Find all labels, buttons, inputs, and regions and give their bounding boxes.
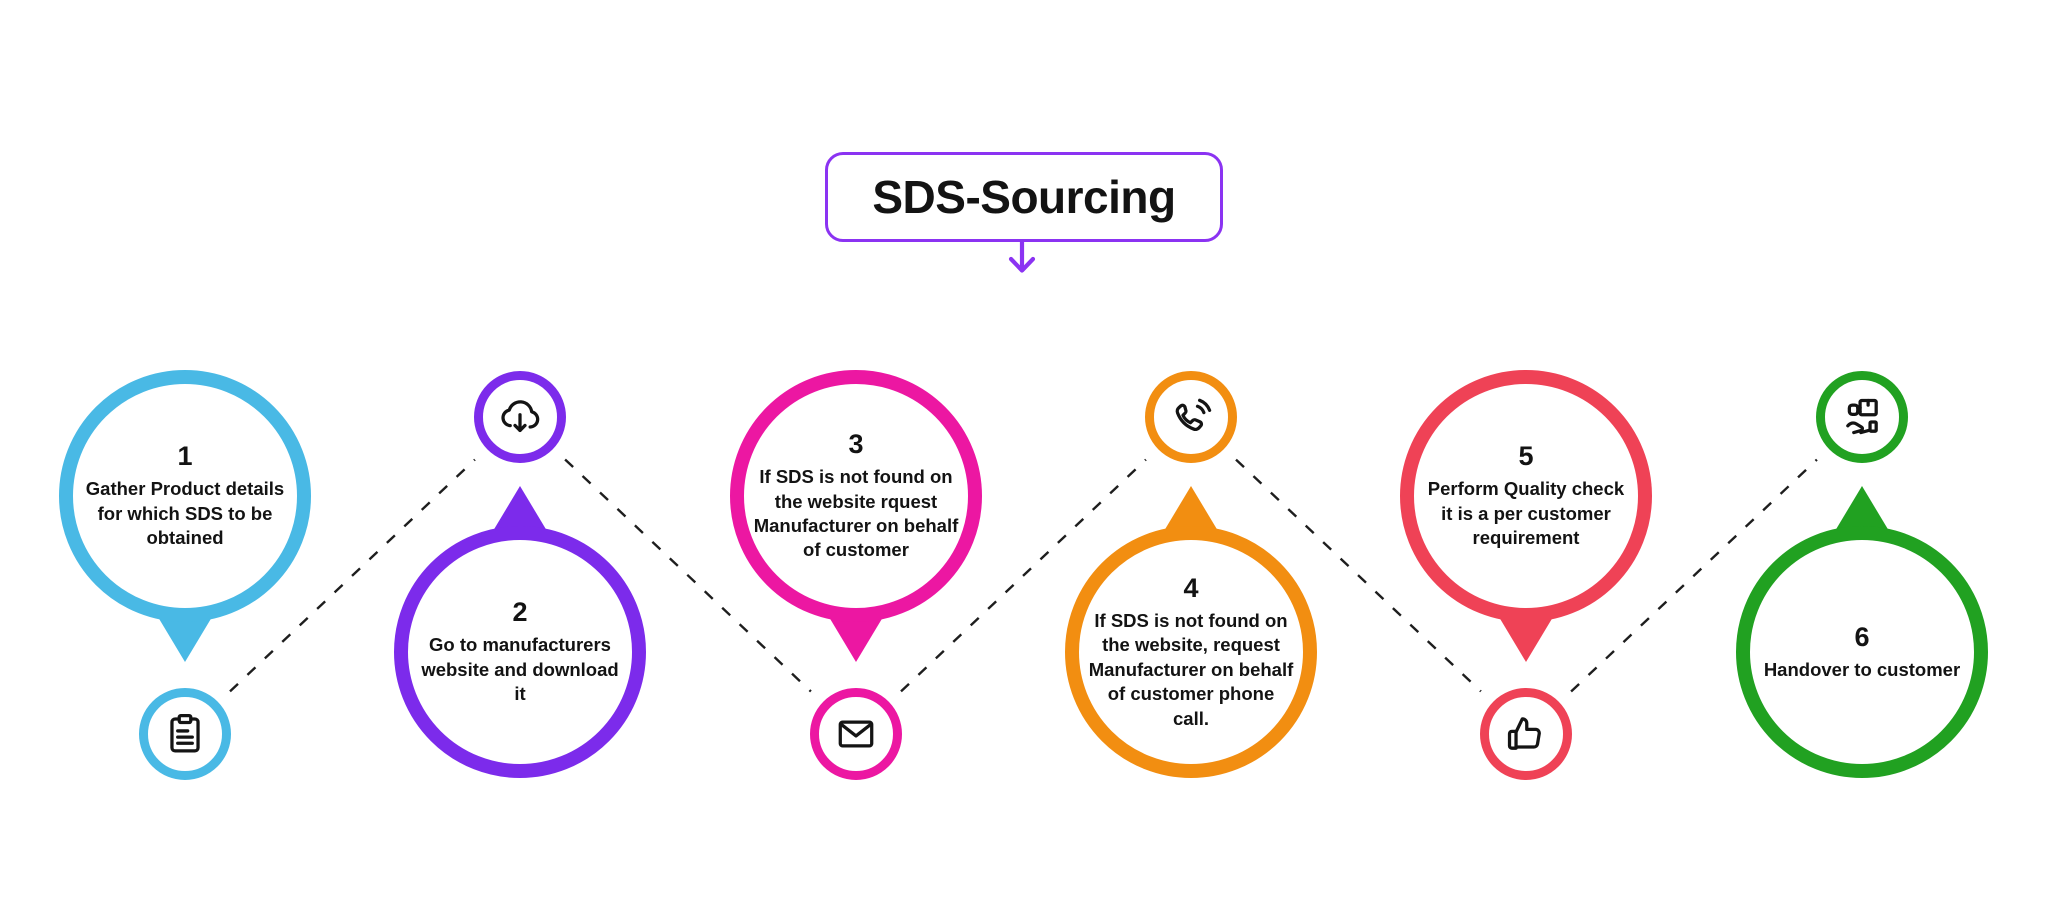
step-icon-ring [1480, 688, 1572, 780]
connector-line [1235, 458, 1482, 693]
step-number: 6 [1854, 621, 1870, 652]
connector-line [1570, 458, 1818, 693]
title-box: SDS-Sourcing [825, 152, 1223, 242]
step-3: 3 If SDS is not found on the website rqu… [730, 370, 982, 790]
step-bubble: 6 Handover to customer [1736, 526, 1988, 778]
step-bubble: 1 Gather Product details for which SDS t… [59, 370, 311, 622]
step-bubble: 3 If SDS is not found on the website rqu… [730, 370, 982, 622]
step-5: 5 Perform Quality check it is a per cust… [1400, 370, 1652, 790]
step-text: Gather Product details for which SDS to … [85, 478, 285, 549]
step-bubble: 4 If SDS is not found on the website, re… [1065, 526, 1317, 778]
step-6: 6 Handover to customer [1736, 371, 1988, 778]
envelope-icon [838, 720, 874, 748]
step-text: If SDS is not found on the website rques… [753, 466, 959, 561]
step-number: 5 [1518, 441, 1534, 472]
step-number: 4 [1183, 572, 1199, 603]
step-icon-ring [1145, 371, 1237, 463]
down-arrow-icon [1008, 240, 1036, 273]
step-4: 4 If SDS is not found on the website, re… [1065, 371, 1317, 778]
step-bubble: 5 Perform Quality check it is a per cust… [1400, 370, 1652, 622]
step-2: 2 Go to manufacturers website and downlo… [394, 371, 646, 778]
thumbs-up-icon [1507, 717, 1541, 750]
step-text: Go to manufacturers website and download… [421, 634, 619, 705]
page-title: SDS-Sourcing [872, 171, 1176, 223]
step-icon-ring [810, 688, 902, 780]
step-1: 1 Gather Product details for which SDS t… [59, 370, 311, 790]
step-text: If SDS is not found on the website, requ… [1088, 610, 1294, 729]
cloud-download-icon [501, 400, 540, 433]
step-icon-ring [1816, 371, 1908, 463]
step-number: 3 [848, 429, 864, 460]
step-bubble: 2 Go to manufacturers website and downlo… [394, 526, 646, 778]
connector-line [564, 458, 812, 693]
clipboard-icon [170, 713, 200, 753]
connector-line [229, 458, 476, 693]
step-number: 1 [177, 441, 193, 472]
phone-ring-icon [1175, 398, 1212, 432]
connector-line [900, 458, 1147, 693]
step-text: Handover to customer [1763, 658, 1961, 680]
step-number: 2 [512, 597, 528, 628]
hand-box-icon [1846, 398, 1878, 435]
step-icon-ring [474, 371, 566, 463]
step-icon-ring [139, 688, 231, 780]
step-text: Perform Quality check it is a per custom… [1427, 478, 1625, 549]
